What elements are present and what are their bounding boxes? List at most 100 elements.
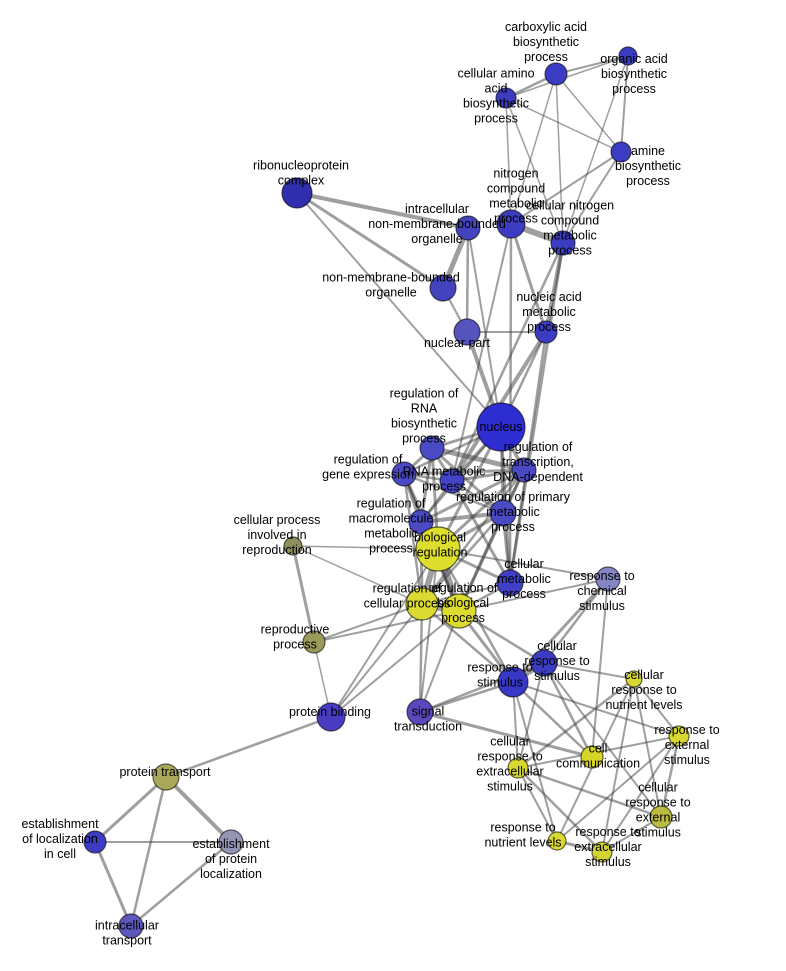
node-regMacro[interactable]	[408, 509, 434, 535]
edge-respChem--cellComm	[591, 578, 609, 758]
edge-respChem--regBioProc	[458, 578, 609, 612]
edge-proteinBinding--regBioProc	[330, 610, 460, 718]
edge-respChem--respStim	[511, 577, 610, 684]
node-nucleic[interactable]	[534, 320, 558, 344]
edge-regTranscription--regMacro	[419, 468, 526, 524]
node-cellNitrogen[interactable]	[550, 230, 576, 256]
edge-respStim--regCellProc	[420, 602, 515, 684]
node-cellRespExtracell[interactable]	[507, 757, 529, 779]
node-cellRespNutrient[interactable]	[625, 670, 643, 688]
node-label-nuclearPart: nuclear part	[424, 336, 491, 350]
node-respExternal[interactable]	[668, 725, 690, 747]
edge-amine--nitrogen	[510, 151, 622, 225]
edge-carboxylic--organic	[555, 55, 629, 75]
node-label-nucleus: nucleus	[479, 420, 522, 434]
edges-layer	[93, 55, 681, 928]
node-cellAmino[interactable]	[495, 87, 517, 109]
node-amine[interactable]	[610, 141, 632, 163]
node-label-proteinBinding: protein binding	[289, 705, 371, 719]
node-nitrogen[interactable]	[496, 209, 526, 239]
edge-rnp--nucleus	[296, 192, 502, 428]
edge-regPrimary--regBioProc	[457, 511, 505, 613]
edge-regPrimary--regMacro	[419, 511, 505, 524]
node-signalTransduction[interactable]	[406, 698, 434, 726]
node-proteinBinding[interactable]	[316, 702, 346, 732]
node-regPrimary[interactable]	[489, 499, 517, 527]
edge-cellProcRepro--bioReg	[292, 545, 439, 550]
node-regGeneExpr[interactable]	[391, 461, 417, 487]
edge-regTranscription--regGeneExpr	[402, 468, 526, 476]
edge-respExtracell--cellRespExtracell	[516, 766, 604, 854]
node-rnaMetabolic[interactable]	[439, 468, 465, 494]
node-regCellProc[interactable]	[405, 587, 439, 621]
edge-carboxylic--nitrogen	[510, 73, 557, 225]
edge-cellRespNutrient--respExtracell	[601, 678, 635, 853]
node-cellMetabolic[interactable]	[496, 569, 524, 597]
edge-proteinTransport--estLocCell	[93, 775, 168, 844]
edge-proteinTransport--estProtLoc	[164, 775, 233, 844]
node-rnp[interactable]	[281, 177, 313, 209]
node-proteinTransport[interactable]	[152, 763, 180, 791]
node-estProtLoc[interactable]	[218, 829, 244, 855]
edge-cellAmino--cellNitrogen	[505, 97, 564, 244]
edge-regGeneExpr--regCellProc	[402, 472, 424, 606]
edge-proteinBinding--regCellProc	[330, 603, 423, 718]
edge-nucleic--cellMetabolic	[508, 330, 548, 585]
node-respExtracell[interactable]	[591, 841, 613, 863]
node-intraNmb[interactable]	[455, 215, 481, 241]
edge-intraNmb--nucleus	[467, 227, 502, 428]
edge-respExternal--cellRespExternal	[659, 734, 681, 819]
edge-respNutrient--cellRespExtracell	[517, 767, 558, 842]
node-cellComm[interactable]	[580, 745, 604, 769]
node-nmbOrganelle[interactable]	[429, 274, 457, 302]
node-intraTransport[interactable]	[118, 913, 144, 939]
node-regBioProc[interactable]	[441, 593, 477, 629]
edge-estLocCell--intraTransport	[93, 840, 133, 928]
edge-regPrimary--regCellProc	[420, 511, 505, 606]
edge-proteinTransport--intraTransport	[129, 775, 168, 928]
node-organic[interactable]	[618, 46, 638, 66]
node-estLocCell[interactable]	[83, 830, 107, 854]
edge-cellProcRepro--reproProc	[291, 544, 316, 644]
node-respNutrient[interactable]	[547, 831, 567, 851]
node-bioReg[interactable]	[415, 526, 461, 572]
node-respChem[interactable]	[595, 566, 621, 592]
node-regTranscription[interactable]	[511, 457, 537, 483]
node-reproProc[interactable]	[302, 630, 326, 654]
node-regRnaBio[interactable]	[419, 435, 445, 461]
node-cellProcRepro[interactable]	[283, 536, 303, 556]
node-respStim[interactable]	[497, 666, 529, 698]
node-carboxylic[interactable]	[544, 62, 568, 86]
node-cellRespExternal[interactable]	[649, 805, 673, 829]
node-cellRespStim[interactable]	[530, 649, 558, 677]
edge-organic--cellNitrogen	[562, 55, 629, 244]
edge-respStim--cellComm	[511, 680, 594, 759]
node-nucleus[interactable]	[476, 402, 526, 452]
node-nuclearPart[interactable]	[453, 318, 481, 346]
